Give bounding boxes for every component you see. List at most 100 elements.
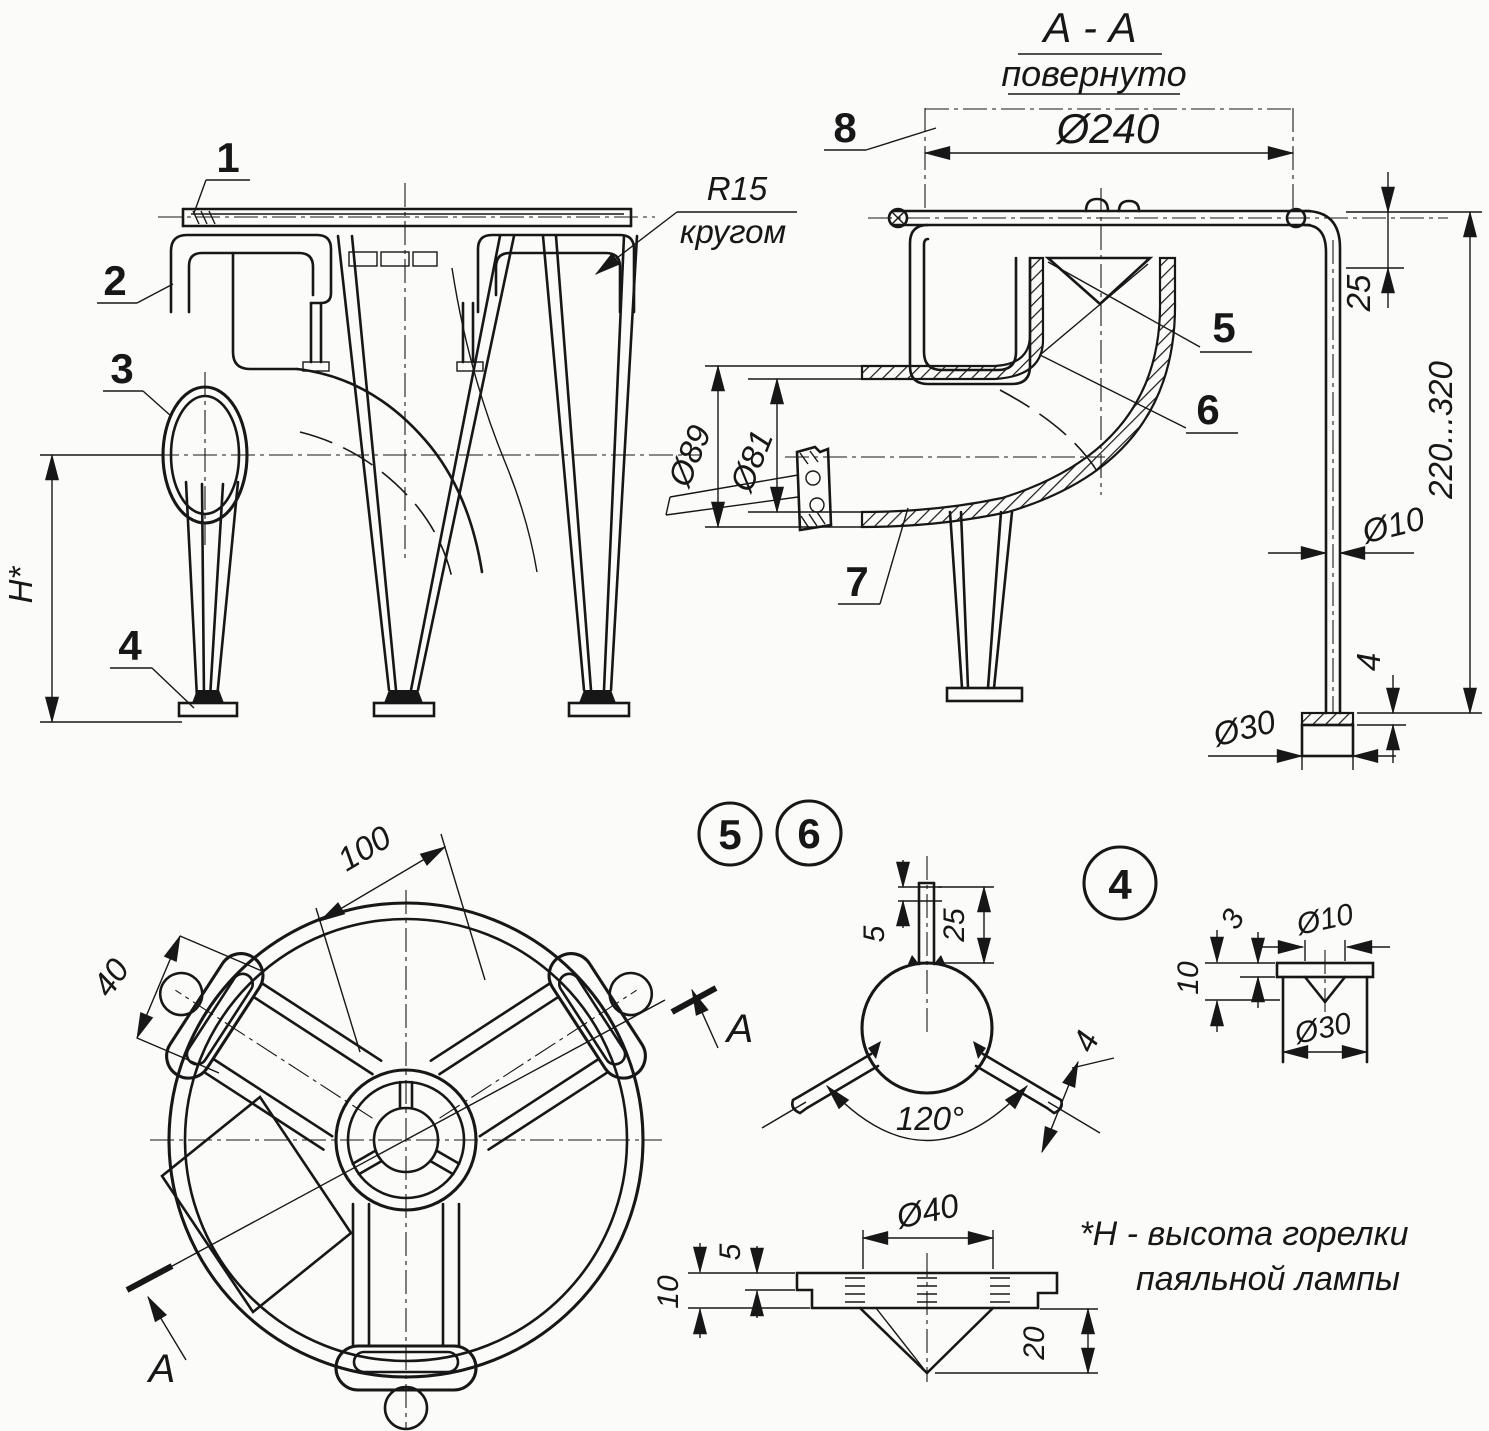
dim-120: 120° [826, 1084, 1028, 1142]
detail-4-badge: 4 [1108, 861, 1132, 908]
radius-note-text: кругом [680, 213, 786, 250]
callout-6: 6 [1038, 263, 1238, 434]
detail-5-badge: 5 [718, 811, 741, 858]
dim-25-stem: 25 [938, 885, 994, 965]
spoke-left [158, 952, 383, 1151]
callout-3: 3 [103, 345, 172, 417]
dim-d240: Ø240 [923, 105, 1295, 212]
section-view: А - А повернуто Ø240 8 [660, 4, 1482, 770]
inlet-opening [155, 372, 700, 545]
section-mark-bottom: А [125, 1263, 187, 1391]
disc-cone [858, 1306, 995, 1375]
dim-d81: Ø81 [722, 377, 862, 514]
dim-d30-foot-detail: Ø30 [1281, 1007, 1369, 1059]
dim-20-cone: 20 [935, 1307, 1098, 1375]
hub-slot-right [429, 1149, 461, 1176]
cone-insert [1044, 256, 1154, 306]
section-letter-top: А [725, 1007, 754, 1051]
plan-view: 100 40 А А [85, 818, 754, 1431]
footnote: *Н - высота горелки паяльной лампы [1079, 1215, 1408, 1298]
callout-7: 7 [838, 507, 909, 605]
callout-1: 1 [193, 134, 250, 214]
dim-d30-foot-label: Ø30 [1209, 702, 1280, 753]
dim-d10-leg-label: Ø10 [1358, 499, 1429, 550]
dim-100: 100 [315, 818, 486, 1053]
callout-1-label: 1 [216, 134, 239, 181]
callout-5: 5 [1047, 261, 1252, 353]
section-plane-line [149, 999, 666, 1279]
dim-10-foot-label: 10 [1172, 961, 1205, 995]
inlet-flange-plan [160, 1095, 353, 1314]
dim-3-foot-label: 3 [1214, 904, 1251, 935]
section-mark-top: А [670, 985, 754, 1051]
legs-section [945, 510, 1024, 703]
dim-d10-foot-label: Ø10 [1293, 898, 1357, 942]
dim-d10-leg: Ø10 [1268, 499, 1429, 560]
hub-slot-top [398, 1080, 414, 1110]
height-dimension: Н* [2, 453, 182, 724]
callout-3-label: 3 [110, 345, 133, 392]
height-label: Н* [2, 566, 39, 604]
dim-range: 220...320 [1357, 210, 1482, 715]
dim-d40: Ø40 [861, 1186, 995, 1269]
pipe-walls [860, 256, 1177, 529]
callout-4: 4 [110, 622, 195, 709]
dim-d240-label: Ø240 [1055, 105, 1160, 152]
detail-56: 5 6 5 25 120° [697, 799, 1115, 1154]
dim-4-plate: 4 [1350, 653, 1406, 763]
disc-profile [795, 1271, 1059, 1310]
section-title-text: А - А [1040, 4, 1136, 51]
front-view: 1 2 3 4 R15 кругом Н* [2, 134, 797, 724]
dim-d30-foot-detail-label: Ø30 [1291, 1007, 1355, 1051]
thread-marks [845, 1277, 1010, 1303]
spoke-bottom [334, 1202, 478, 1431]
ring-section [868, 197, 1448, 229]
dim-25: 25 [1340, 172, 1404, 312]
feet-front [177, 690, 631, 718]
dim-d89-label: Ø89 [660, 420, 718, 493]
footnote-line1: *Н - высота горелки [1079, 1215, 1408, 1253]
leg-section-right [1300, 209, 1355, 758]
callout-8: 8 [824, 104, 937, 151]
footnote-line2: паяльной лампы [1136, 1260, 1400, 1298]
dim-3-foot: 3 [1214, 904, 1275, 1008]
dim-5-stem-label: 5 [858, 925, 891, 942]
dim-25-stem-label: 25 [938, 908, 971, 943]
spoke-right [429, 952, 654, 1151]
radius-note: R15 кругом [594, 170, 797, 275]
dim-5-disc-label: 5 [714, 1243, 747, 1260]
callout-6-label: 6 [1196, 386, 1219, 433]
dim-5-stem: 5 [858, 860, 942, 942]
foot-profile [1275, 950, 1375, 1064]
section-modifier-text: повернуто [1001, 53, 1186, 94]
callout-7-label: 7 [845, 558, 868, 605]
hub-slot-left [351, 1149, 383, 1176]
dim-4-leg-label: 4 [1065, 1025, 1106, 1057]
frame-left-bracket [169, 233, 333, 314]
dim-5-disc: 5 [714, 1243, 795, 1318]
callout-8-label: 8 [833, 104, 856, 151]
dim-40: 40 [85, 934, 263, 1074]
dim-10-disc-label: 10 [652, 1275, 685, 1309]
dim-10-disc: 10 [652, 1243, 810, 1338]
callout-2-label: 2 [103, 257, 126, 304]
dim-4-plate-label: 4 [1350, 653, 1387, 671]
section-title: А - А повернуто [1001, 4, 1187, 95]
detail-disc: Ø40 5 10 20 [652, 1186, 1098, 1382]
clamp-bracket [908, 223, 1032, 386]
dim-range-label: 220...320 [1422, 361, 1459, 500]
burner-disc [158, 207, 655, 228]
elbow-housing [231, 251, 538, 579]
detail-foot: 4 Ø10 3 10 Ø30 [1082, 845, 1390, 1064]
dim-20-cone-label: 20 [1018, 1326, 1051, 1361]
dim-d81-label: Ø81 [722, 425, 780, 498]
dim-120-label: 120° [896, 1100, 964, 1137]
radius-value: R15 [707, 170, 768, 207]
legs-front [184, 234, 639, 700]
inlet-flange-section [795, 445, 833, 532]
dim-100-label: 100 [331, 818, 398, 878]
section-letter-bottom: А [147, 1347, 176, 1391]
dim-40-label: 40 [85, 951, 137, 1003]
